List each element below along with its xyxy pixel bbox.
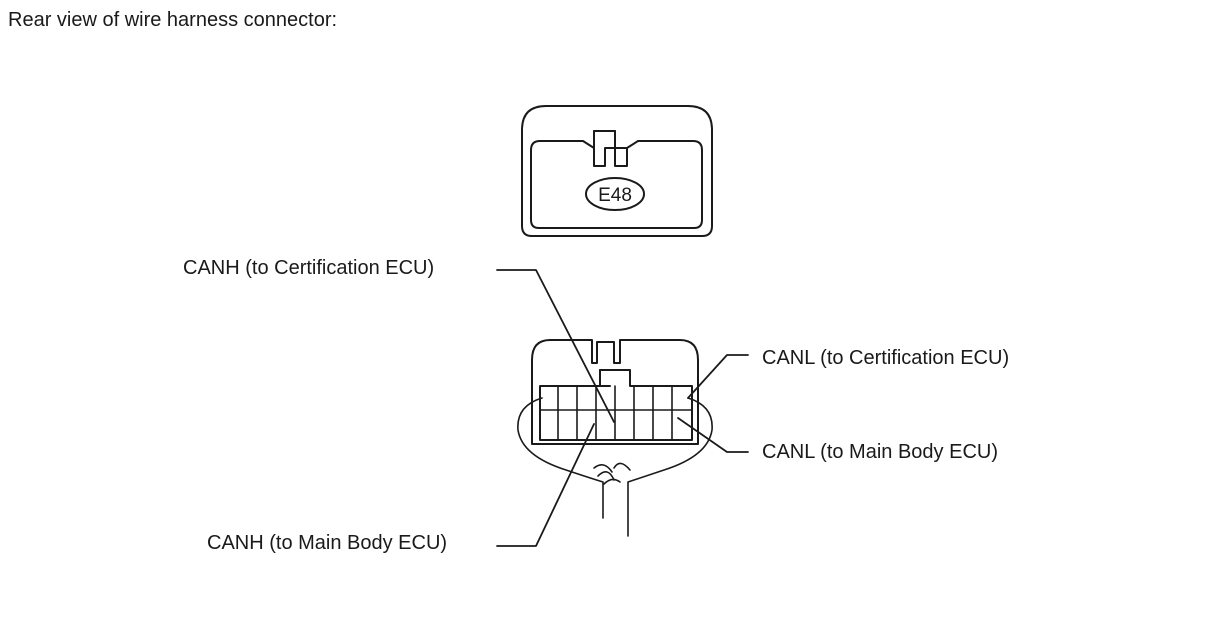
leader-lines [496, 269, 749, 547]
page-title: Rear view of wire harness connector: [8, 9, 338, 31]
connector-code-text: E48 [598, 185, 632, 206]
label-canl-certification-ecu: CANL (to Certification ECU) [762, 347, 1010, 369]
wire-harness [517, 397, 713, 537]
leader-canh-main [496, 423, 595, 547]
label-canl-main-body-ecu: CANL (to Main Body ECU) [762, 441, 998, 463]
connector-code-badge [585, 177, 645, 211]
leader-canl-cert [687, 354, 749, 399]
leader-canh-cert [496, 269, 615, 423]
connector-rear-view [531, 339, 699, 445]
label-canh-main-body-ecu: CANH (to Main Body ECU) [207, 532, 448, 554]
label-canh-certification-ecu: CANH (to Certification ECU) [183, 257, 435, 279]
connector-housing-top [521, 105, 713, 237]
leader-canl-main [677, 417, 749, 453]
